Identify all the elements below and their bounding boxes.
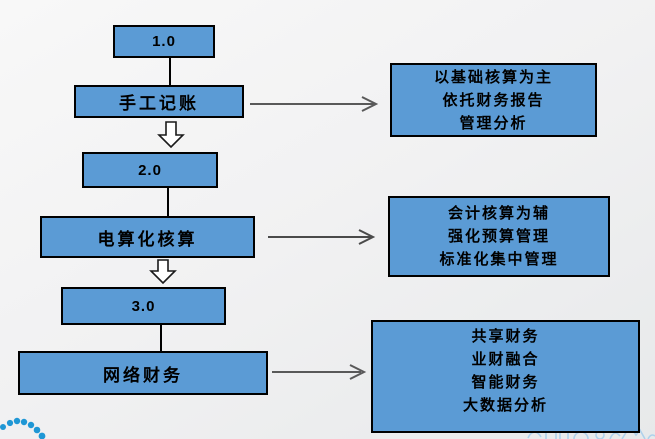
stage-3-name-box: 网络财务 [18,351,268,395]
feature-line: 会计核算为辅 [447,205,550,222]
stage-1-name-box: 手工记账 [74,85,244,118]
feature-line: 依托财务报告 [442,91,545,109]
feature-line: 共享财务 [471,327,540,345]
hollow-down-arrow-icon [157,121,185,149]
hollow-down-arrow-icon [149,259,177,285]
feature-line: 标准化集中管理 [439,251,559,268]
feature-line: 强化预算管理 [447,228,550,245]
feature-line: 智能财务 [471,373,540,391]
right-arrow-icon [272,364,367,380]
stage-3-version-box: 3.0 [61,287,226,325]
feature-line: 管理分析 [459,114,528,132]
stage-2-version-label: 2.0 [138,161,162,179]
stage-1-version-label: 1.0 [152,33,176,50]
stage-1-features-box: 以基础核算为主 依托财务报告 管理分析 [390,63,597,137]
stage-2-version-box: 2.0 [82,152,218,188]
feature-line: 大数据分析 [462,396,548,414]
stage-2-name-box: 电算化核算 [40,216,255,258]
dots-arc-decoration [0,417,46,439]
stage-2-name-label: 电算化核算 [97,229,198,249]
stage-3-features-box: 共享财务 业财融合 智能财务 大数据分析 [371,320,640,433]
stage-3-version-label: 3.0 [131,297,156,315]
stage-1-version-box: 1.0 [113,25,215,58]
stage-3-name-label: 网络财务 [103,365,183,385]
right-arrow-icon [250,96,379,112]
feature-line: 以基础核算为主 [433,68,553,86]
stage-2-features-box: 会计核算为辅 强化预算管理 标准化集中管理 [388,196,610,277]
feature-line: 业财融合 [471,350,540,368]
right-arrow-icon [268,229,376,245]
stage-1-name-label: 手工记账 [119,94,199,113]
